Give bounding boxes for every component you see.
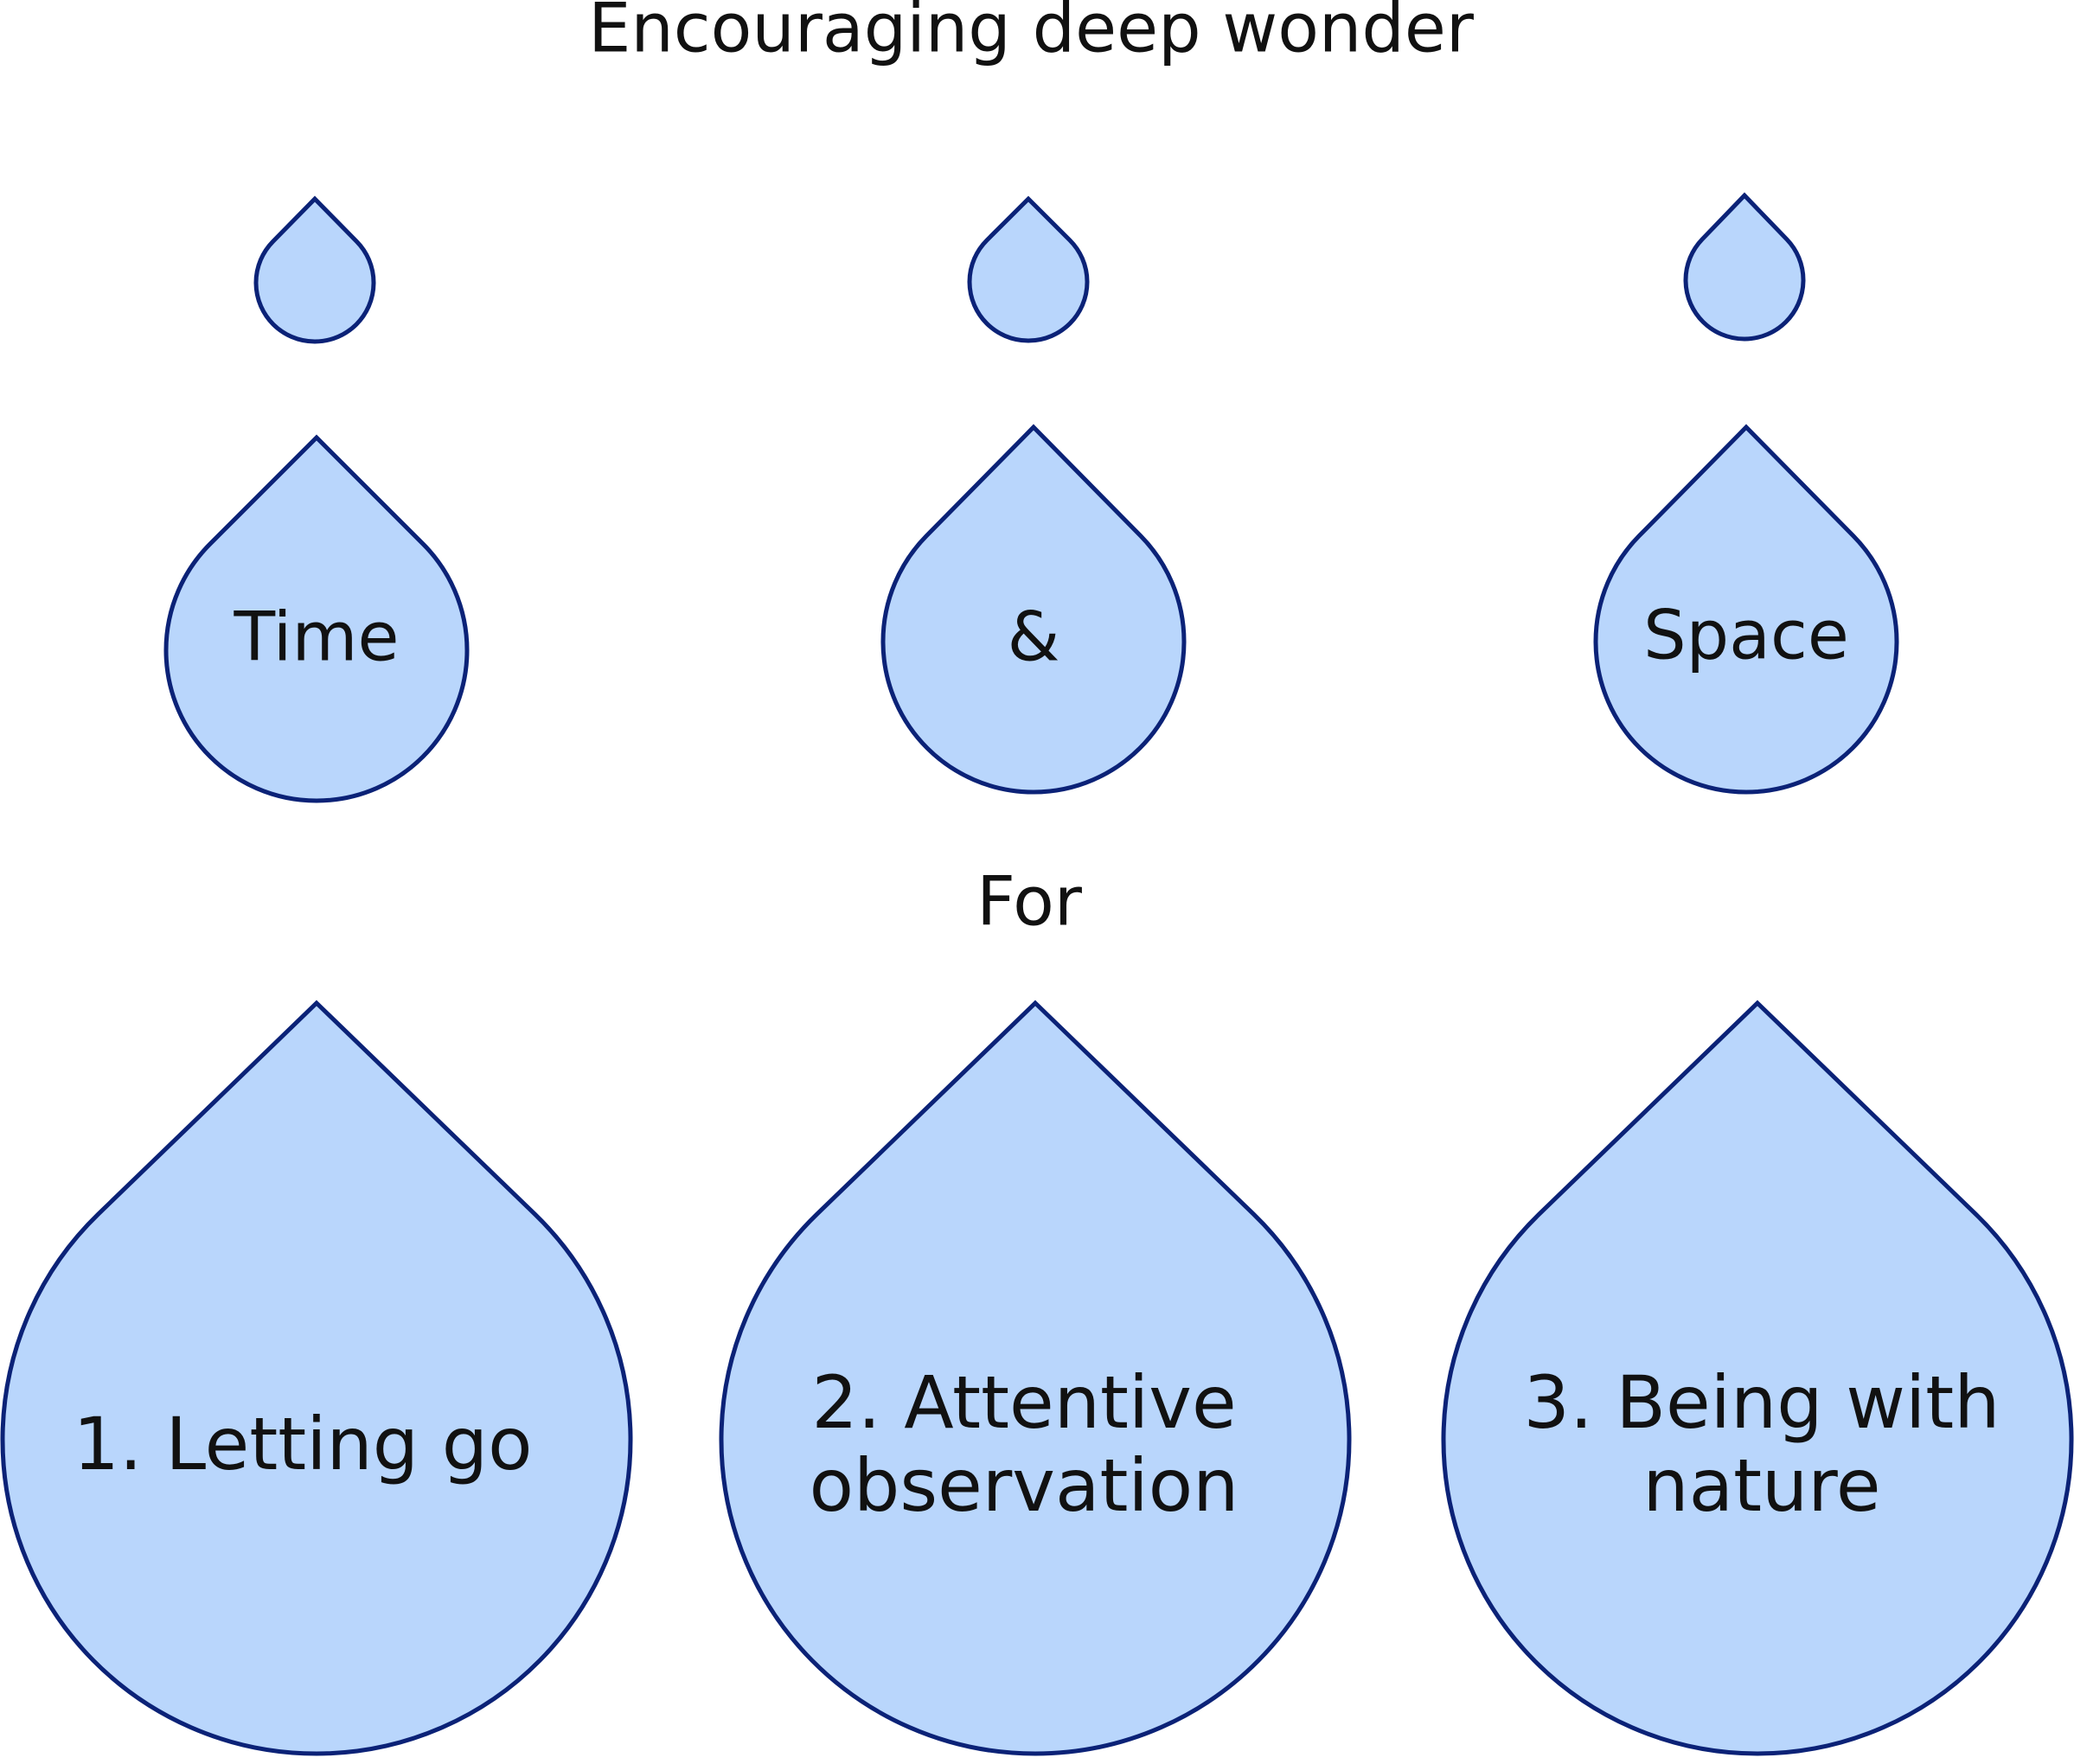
diagram-title: Encouraging deep wonder — [588, 0, 1475, 67]
drop-small-left — [253, 195, 376, 344]
drop-space-label: Space — [1643, 597, 1849, 674]
drops-layer: Time & Space 1. Letting go 2. Attentiveobser… — [0, 192, 2074, 1756]
drop-ampersand — [880, 424, 1187, 795]
drop-space — [1593, 424, 1899, 795]
drop-attentive-observation — [719, 1000, 1352, 1756]
drop-time-label: Time — [234, 598, 400, 676]
drop-time — [163, 434, 470, 803]
drop-letting-go-label: 1. Letting go — [73, 1402, 532, 1486]
drop-ampersand-label: & — [1008, 598, 1060, 676]
drop-being-with-nature — [1441, 1000, 2074, 1756]
drop-attentive-observation-label: observation — [810, 1443, 1239, 1528]
drop-small-center — [967, 195, 1090, 343]
connector-text: For — [976, 863, 1083, 941]
drop-being-with-nature-label: 3. Being with — [1524, 1360, 2000, 1445]
drop-small-right — [1683, 192, 1806, 342]
drop-letting-go — [0, 1000, 633, 1756]
drop-attentive-observation-label: 2. Attentive — [811, 1360, 1236, 1445]
drop-being-with-nature-label: nature — [1642, 1443, 1880, 1528]
